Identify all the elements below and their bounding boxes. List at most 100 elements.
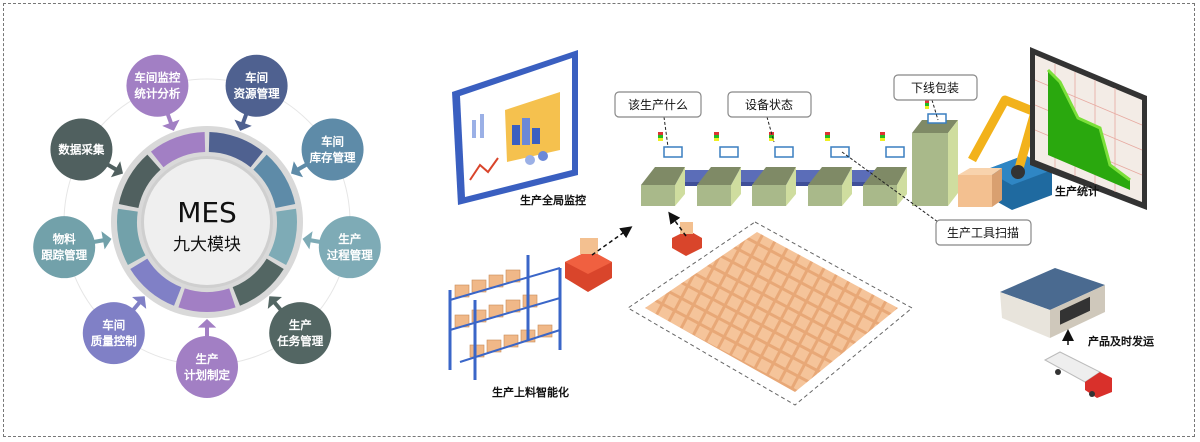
station-top bbox=[697, 167, 741, 185]
callout-offline-packaging: 下线包装 bbox=[893, 74, 978, 121]
arrow-head-icon bbox=[162, 119, 180, 131]
module-label: 生产 bbox=[196, 352, 219, 366]
ring-segment bbox=[117, 208, 146, 265]
signal-light-icon bbox=[880, 138, 885, 141]
station-side bbox=[675, 167, 685, 206]
robot-arm bbox=[958, 95, 1052, 210]
signal-light-icon bbox=[714, 132, 719, 135]
module-label: 车间 bbox=[102, 318, 125, 332]
agv-cart-small bbox=[672, 222, 702, 256]
module-label: 生产 bbox=[289, 318, 312, 332]
ring-segment bbox=[118, 154, 161, 209]
ring-segment bbox=[178, 288, 236, 312]
station-side bbox=[731, 167, 741, 206]
module-label: 过程管理 bbox=[327, 248, 373, 262]
agv-cart-large bbox=[565, 238, 612, 292]
station-side bbox=[842, 167, 852, 206]
module-circle bbox=[126, 54, 189, 117]
module-label: 计划制定 bbox=[184, 368, 230, 382]
station-top bbox=[752, 167, 796, 185]
module-label: 车间 bbox=[245, 71, 268, 85]
module-circle bbox=[269, 302, 332, 365]
station-body bbox=[863, 185, 897, 206]
callout-equipment-status: 设备状态 bbox=[727, 91, 812, 143]
station-body bbox=[808, 185, 842, 206]
module-circle bbox=[82, 302, 145, 365]
production-line bbox=[641, 132, 907, 206]
module-bubble[interactable]: 数据采集 bbox=[50, 118, 113, 181]
module-circle bbox=[33, 216, 96, 279]
arrow-head-icon bbox=[234, 119, 252, 131]
arrow-head-icon bbox=[132, 296, 147, 309]
callout-tool-scan: 生产工具扫描 bbox=[841, 151, 1032, 246]
station-top bbox=[808, 167, 852, 185]
signal-light-icon bbox=[714, 138, 719, 141]
module-label: 资源管理 bbox=[234, 87, 280, 101]
flow-arrow bbox=[668, 211, 687, 237]
label-global-monitor: 生产全局监控 bbox=[520, 193, 586, 207]
arrow-head-icon bbox=[291, 161, 304, 178]
dashed-border bbox=[3, 3, 1195, 437]
signal-light-icon bbox=[880, 135, 885, 138]
mes-module-diagram: MES 九大模块 车间监控统计分析车间资源管理车间库存管理生产过程管理生产任务管… bbox=[33, 54, 381, 398]
station-top bbox=[641, 167, 685, 185]
module-circle bbox=[176, 336, 238, 398]
svg-text:生产工具扫描: 生产工具扫描 bbox=[947, 226, 1019, 240]
module-circle bbox=[50, 118, 113, 181]
warehouse-box-grid bbox=[627, 221, 913, 406]
module-circle bbox=[318, 216, 381, 279]
signal-light-icon bbox=[658, 135, 663, 138]
signal-light-icon bbox=[658, 138, 663, 141]
flow-arrow bbox=[591, 226, 633, 256]
ring-segment bbox=[232, 258, 284, 306]
module-label: 生产 bbox=[338, 232, 361, 246]
global-monitor-screen bbox=[452, 50, 578, 205]
station-side bbox=[897, 167, 907, 206]
station-body bbox=[697, 185, 731, 206]
ring-segment bbox=[208, 132, 264, 168]
station-side bbox=[786, 167, 796, 206]
ring-segment bbox=[150, 132, 206, 168]
module-circle bbox=[225, 54, 288, 117]
scanner-screen bbox=[927, 113, 947, 124]
ring-segment bbox=[130, 258, 182, 306]
station-body bbox=[641, 185, 675, 206]
module-label: 库存管理 bbox=[310, 151, 356, 165]
arrow-head-icon bbox=[197, 319, 217, 328]
signal-light-icon bbox=[825, 135, 830, 138]
signal-light-icon bbox=[880, 132, 885, 135]
module-label: 车间监控 bbox=[134, 71, 180, 85]
arrow-head-icon bbox=[110, 161, 123, 178]
material-shelves bbox=[448, 255, 562, 380]
scanner-screen bbox=[774, 146, 794, 158]
module-circle bbox=[301, 118, 364, 181]
station-body bbox=[752, 185, 786, 206]
signal-light-icon bbox=[769, 135, 774, 138]
ring-segment bbox=[268, 208, 297, 265]
mes-title: MES bbox=[177, 196, 237, 229]
scanner-screen bbox=[830, 146, 850, 158]
signal-light-icon bbox=[658, 132, 663, 135]
ring-segment bbox=[253, 154, 296, 209]
svg-text:该生产什么: 该生产什么 bbox=[628, 98, 688, 112]
scanner-screen bbox=[719, 146, 739, 158]
statistics-chart-board bbox=[1030, 47, 1147, 210]
packing-station bbox=[912, 100, 958, 206]
arrow-head-icon bbox=[267, 296, 282, 309]
label-smart-feeding: 生产上料智能化 bbox=[492, 385, 569, 399]
scanner-screen bbox=[663, 146, 683, 158]
module-label: 数据采集 bbox=[58, 143, 104, 157]
delivery-truck bbox=[1043, 351, 1112, 398]
signal-light-icon bbox=[825, 138, 830, 141]
center-disc bbox=[144, 159, 270, 285]
signal-light-icon bbox=[769, 138, 774, 141]
station-top bbox=[863, 167, 907, 185]
